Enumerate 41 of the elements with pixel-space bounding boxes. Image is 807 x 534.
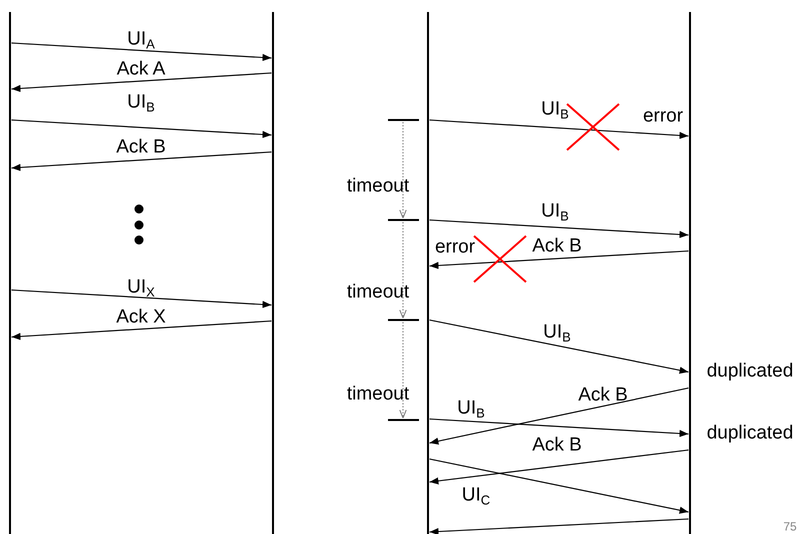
arrow (429, 250, 689, 270)
arrow (429, 418, 689, 438)
edge-label: Ack A (116, 60, 166, 80)
arrow (429, 387, 689, 445)
arrow (429, 119, 689, 140)
arrow (429, 518, 689, 534)
edge-label: Ack B (532, 436, 582, 456)
page-number: 75 (783, 520, 797, 534)
edge-label: Ack B (532, 236, 582, 258)
edge-label: UI$_{C}$ (462, 486, 490, 506)
edge-label: UI$_{B}$ (541, 202, 569, 222)
edge-label: UI$_{A}$ (127, 30, 155, 50)
arrow (11, 42, 272, 62)
lifeline (688, 12, 692, 534)
arrow (11, 72, 272, 92)
edge-label: Ack B (578, 386, 628, 406)
note-text: timeout (346, 176, 410, 198)
arrow (429, 458, 689, 514)
edge-label: Ack B (116, 138, 166, 158)
edge-label: UI$_{B}$ (543, 322, 571, 344)
arrow (429, 319, 689, 374)
note-text: duplicated (706, 424, 794, 444)
lifeline (272, 12, 274, 534)
note-text: error (434, 238, 476, 258)
arrow (11, 119, 272, 138)
note-text: timeout (346, 384, 410, 406)
arrow (11, 151, 272, 172)
arrow (429, 219, 689, 238)
arrow (11, 289, 272, 308)
edge-label: UI$_{B}$ (457, 398, 485, 420)
note-text: error (642, 106, 684, 128)
lifeline (8, 12, 12, 534)
edge-label: UI$_{B}$ (127, 92, 155, 114)
edge-label: UI$_{X}$ (127, 278, 155, 298)
edge-label: UI$_{B}$ (541, 100, 569, 120)
arrow (11, 320, 272, 340)
lifeline (426, 12, 430, 534)
arrow (429, 449, 689, 484)
edge-label: Ack X (116, 308, 166, 328)
note-text: timeout (346, 282, 410, 304)
note-text: duplicated (706, 362, 794, 382)
